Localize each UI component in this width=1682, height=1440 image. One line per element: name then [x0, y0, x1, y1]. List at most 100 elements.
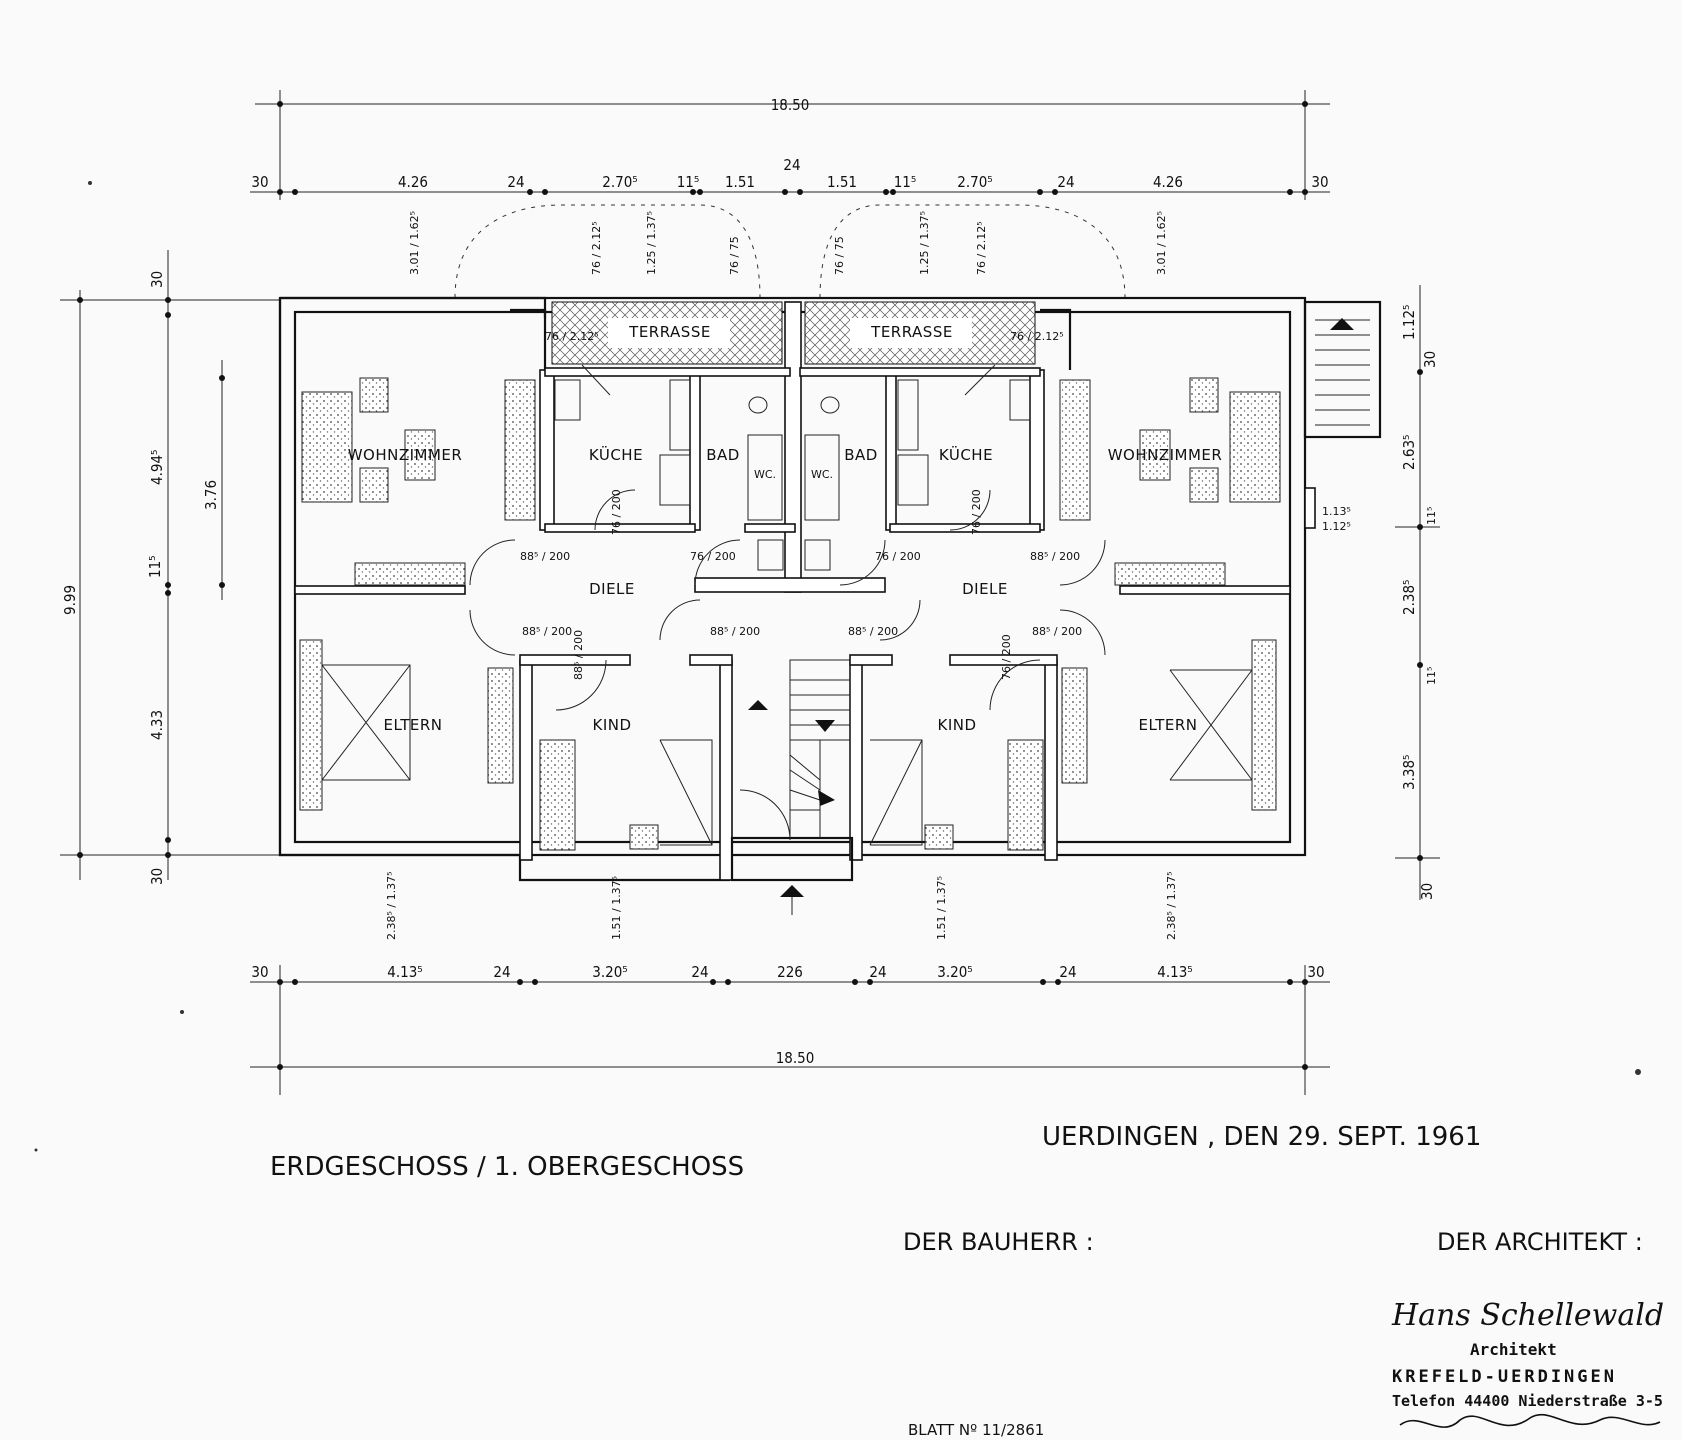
dim-top-7: 24 [783, 156, 800, 174]
top-dimension-labels: 30 4.26 24 2.70⁵ 11⁵ 1.51 24 1.51 11⁵ 2.… [251, 156, 1328, 191]
dim-left-5: 4.33 [148, 710, 166, 740]
stair-up-arrow-icon [748, 700, 768, 710]
architect-stamp: Hans Schellewald Architekt KREFELD-UERDI… [1391, 1298, 1664, 1428]
dim-top-11: 24 [1057, 173, 1074, 191]
door-mark-12: 88⁵ / 200 [572, 630, 585, 680]
room-bad-left: BAD [706, 446, 740, 464]
door-mark-3: 88⁵ / 200 [520, 550, 570, 563]
window-mark-bottom-2: 1.51 / 1.37⁵ [610, 876, 623, 940]
dim-right-6: 11⁵ [1425, 507, 1438, 525]
sheet-number: BLATT Nº 11/2861 [908, 1421, 1044, 1439]
top-dimension-lines [250, 90, 1330, 200]
place-date: UERDINGEN , DEN 29. SEPT. 1961 [1042, 1122, 1481, 1152]
bottom-dimension-lines [250, 965, 1330, 1095]
dim-bottom-7: 24 [869, 963, 886, 981]
dim-bottom-4: 3.20⁵ [592, 963, 627, 981]
right-dimension-lines [1395, 285, 1440, 900]
window-mark-top-2: 76 / 2.12⁵ [590, 221, 603, 275]
left-dimension-labels: 30 4.94⁵ 3.76 11⁵ 4.33 30 9.99 [61, 271, 220, 885]
furniture [299, 377, 1281, 851]
terrace-outline-dashed [454, 204, 1126, 299]
dim-left-6: 30 [148, 868, 166, 885]
dim-top-6: 1.51 [725, 173, 755, 191]
stamp-address: Telefon 44400 Niederstraße 3-5 [1392, 1392, 1663, 1410]
room-kind-left: KIND [592, 716, 631, 734]
room-wohnzimmer-left: WOHNZIMMER [348, 446, 463, 464]
room-diele-left: DIELE [589, 580, 635, 598]
dim-bottom-10: 4.13⁵ [1157, 963, 1192, 981]
room-wc-right: WC. [811, 468, 833, 481]
dim-left-3: 3.76 [202, 480, 220, 510]
window-mark-top-3: 1.25 / 1.37⁵ [645, 211, 658, 275]
dim-top-8: 1.51 [827, 173, 857, 191]
dim-bottom-2: 4.13⁵ [387, 963, 422, 981]
dim-left-1: 30 [148, 271, 166, 288]
room-kueche-left: KÜCHE [589, 445, 643, 464]
architekt-label: DER ARCHITEKT : [1437, 1228, 1643, 1256]
exterior-stair [1315, 318, 1370, 426]
room-kind-right: KIND [937, 716, 976, 734]
door-mark-5: 76 / 200 [690, 550, 736, 563]
window-mark-bottom-4: 2.38⁵ / 1.37⁵ [1165, 871, 1178, 940]
window-mark-top-1: 3.01 / 1.62⁵ [408, 211, 421, 275]
dim-bottom-9: 24 [1059, 963, 1076, 981]
window-mark-top-8: 3.01 / 1.62⁵ [1155, 211, 1168, 275]
room-terrasse-right: TERRASSE [870, 323, 953, 341]
top-window-marks: 3.01 / 1.62⁵ 76 / 2.12⁵ 1.25 / 1.37⁵ 76 … [408, 211, 1168, 275]
door-mark-2: 76 / 2.12⁵ [1010, 330, 1064, 343]
room-eltern-right: ELTERN [1138, 716, 1197, 734]
door-marks: 76 / 2.12⁵ 76 / 2.12⁵ 88⁵ / 200 76 / 200… [520, 330, 1082, 680]
door-mark-10: 88⁵ / 200 [848, 625, 898, 638]
terrace-label-bg-left [608, 318, 730, 348]
door-mark-14: 76 / 200 [1000, 634, 1013, 680]
door-mark-8: 88⁵ / 200 [522, 625, 572, 638]
window-mark-top-7: 76 / 2.12⁵ [975, 221, 988, 275]
dim-bottom-5: 24 [691, 963, 708, 981]
dim-bottom-11: 30 [1307, 963, 1324, 981]
dim-right-1: 1.12⁵ [1400, 305, 1418, 340]
bottom-window-marks: 2.38⁵ / 1.37⁵ 1.51 / 1.37⁵ 1.51 / 1.37⁵ … [385, 871, 1178, 940]
door-mark-6: 76 / 200 [875, 550, 921, 563]
dim-top-1: 30 [251, 173, 268, 191]
room-kueche-right: KÜCHE [939, 445, 993, 464]
right-dimension-labels: 1.12⁵ 30 2.63⁵ 1.13⁵ 1.12⁵ 11⁵ 2.38⁵ 11⁵… [1322, 305, 1439, 900]
window-mark-bottom-1: 2.38⁵ / 1.37⁵ [385, 871, 398, 940]
dim-bottom-8: 3.20⁵ [937, 963, 972, 981]
door-mark-1: 76 / 2.12⁵ [545, 330, 599, 343]
scan-specks [34, 181, 1641, 1152]
dim-top-2: 4.26 [398, 173, 428, 191]
room-terrasse-left: TERRASSE [628, 323, 711, 341]
dim-left-4: 11⁵ [146, 555, 164, 578]
room-wc-left: WC. [754, 468, 776, 481]
dim-right-8: 11⁵ [1425, 667, 1438, 685]
door-mark-9: 88⁵ / 200 [710, 625, 760, 638]
door-mark-13: 76 / 200 [970, 489, 983, 535]
room-wohnzimmer-right: WOHNZIMMER [1108, 446, 1223, 464]
dim-right-7: 2.38⁵ [1400, 580, 1418, 615]
room-diele-right: DIELE [962, 580, 1008, 598]
room-bad-right: BAD [844, 446, 878, 464]
title-block: ERDGESCHOSS / 1. OBERGESCHOSS UERDINGEN … [270, 1122, 1643, 1439]
dim-top-10: 2.70⁵ [957, 173, 992, 191]
left-dimension-lines [60, 250, 280, 880]
room-eltern-left: ELTERN [383, 716, 442, 734]
bauherr-label: DER BAUHERR : [903, 1228, 1094, 1256]
bottom-dimension-labels: 30 4.13⁵ 24 3.20⁵ 24 226 24 3.20⁵ 24 4.1… [251, 963, 1324, 981]
dim-top-13: 30 [1311, 173, 1328, 191]
dim-top-4: 2.70⁵ [602, 173, 637, 191]
floor-title: ERDGESCHOSS / 1. OBERGESCHOSS [270, 1152, 744, 1182]
entrance-arrow-icon [780, 885, 804, 897]
window-mark-top-5: 76 / 75 [833, 236, 846, 275]
terrace-label-bg-right [850, 318, 972, 348]
interior-stair [789, 679, 850, 838]
dim-top-5: 11⁵ [677, 173, 700, 191]
window-mark-bottom-3: 1.51 / 1.37⁵ [935, 876, 948, 940]
dim-right-10: 30 [1418, 883, 1436, 900]
building-walls [278, 296, 1382, 882]
door-mark-11: 88⁵ / 200 [1032, 625, 1082, 638]
door-mark-4: 76 / 200 [610, 489, 623, 535]
dim-right-3: 2.63⁵ [1400, 435, 1418, 470]
room-labels: TERRASSE TERRASSE WOHNZIMMER WOHNZIMMER … [348, 323, 1223, 734]
dim-bottom-3: 24 [493, 963, 510, 981]
